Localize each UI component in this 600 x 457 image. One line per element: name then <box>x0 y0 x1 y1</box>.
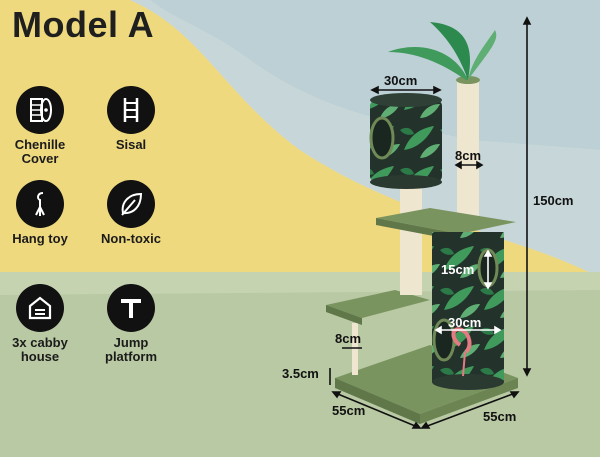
feature-label: Sisal <box>115 137 147 152</box>
feature-cabby-house: 3x cabby house <box>0 284 80 364</box>
feature-chenille-cover: Chenille Cover <box>0 86 80 166</box>
dim-base-thickness: 3.5cm <box>282 366 319 381</box>
chenille-roll-icon <box>16 86 64 134</box>
feature-label: Chenille Cover <box>14 137 66 166</box>
hang-toy-icon <box>16 180 64 228</box>
feature-hang-toy: Hang toy <box>0 180 80 246</box>
house-icon <box>16 284 64 332</box>
leaf-icon <box>107 180 155 228</box>
feature-label: Jump platform <box>105 335 157 364</box>
dim-total-height: 150cm <box>533 193 574 208</box>
feature-label: 3x cabby house <box>12 335 68 364</box>
dim-middle-house-height: 15cm <box>441 262 475 277</box>
dim-post-width: 8cm <box>455 148 482 163</box>
dim-top-house-width: 30cm <box>384 73 418 88</box>
page-title: Model A <box>12 4 155 45</box>
dim-base-width: 55cm <box>483 409 517 424</box>
feature-sisal: Sisal <box>91 86 171 152</box>
jump-platform-icon <box>107 284 155 332</box>
dim-base-depth: 55cm <box>332 403 366 418</box>
feature-non-toxic: Non-toxic <box>91 180 171 246</box>
floor <box>0 272 600 457</box>
dim-lower-post-width: 8cm <box>335 331 362 346</box>
feature-label: Hang toy <box>12 231 68 246</box>
sisal-ladder-icon <box>107 86 155 134</box>
feature-jump-platform: Jump platform <box>91 284 171 364</box>
feature-label: Non-toxic <box>101 231 161 246</box>
dim-middle-house-width: 30cm <box>448 315 482 330</box>
